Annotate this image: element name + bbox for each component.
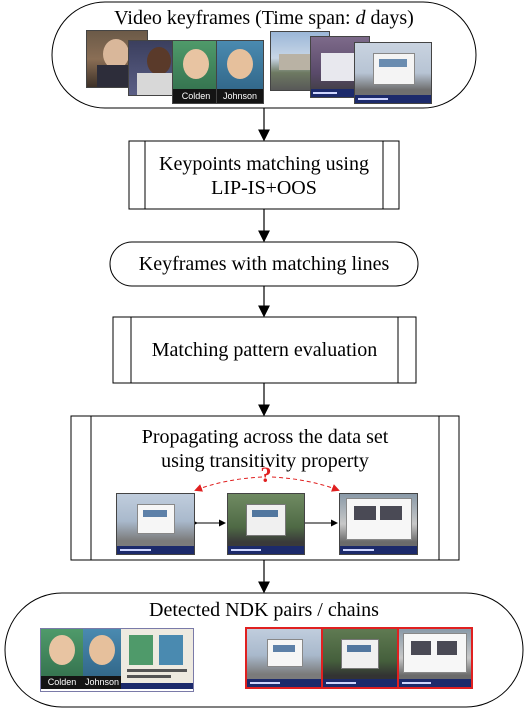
propagating-line2: using transitivity property [161, 450, 369, 472]
ndk-frame [121, 629, 193, 689]
keypoints-matching-line2: LIP-IS+OOS [211, 177, 317, 199]
detected-ndk-label: Detected NDK pairs / chains [149, 599, 379, 621]
truck-frame [227, 493, 305, 555]
ndk-caption: Colden [41, 676, 83, 689]
truck-frame [339, 493, 418, 555]
keyframe-caption: Colden [173, 89, 219, 103]
transitivity-arc [194, 476, 263, 492]
keyframe-thumbnail: Johnson [216, 40, 264, 104]
ndk-chain-frame [321, 627, 399, 689]
ndk-pair: Colden Johnson [40, 628, 194, 692]
ndk-chain-frame [397, 627, 473, 689]
question-mark: ? [260, 462, 272, 487]
keypoints-matching-line1: Keypoints matching using [159, 153, 369, 175]
ndk-chain-frame [245, 627, 323, 689]
ndk-frame: Colden [41, 629, 83, 689]
pattern-evaluation-label: Matching pattern evaluation [151, 339, 378, 361]
keypoints-matching-node [128, 140, 400, 210]
keyframe-thumbnail: Colden [172, 40, 220, 104]
ndk-frame: Johnson [83, 629, 121, 689]
keyframe-caption: Johnson [217, 89, 263, 103]
pattern-evaluation-node [112, 316, 417, 384]
keyframes-matching-lines-label: Keyframes with matching lines [138, 253, 390, 275]
ndk-chain [245, 627, 473, 689]
keyframe-thumbnail [354, 42, 432, 104]
video-keyframes-label: Video keyframes (Time span: d days) [114, 7, 414, 29]
truck-frame [116, 493, 195, 555]
propagating-line1: Propagating across the data set [141, 426, 389, 448]
ndk-caption: Johnson [83, 676, 121, 689]
